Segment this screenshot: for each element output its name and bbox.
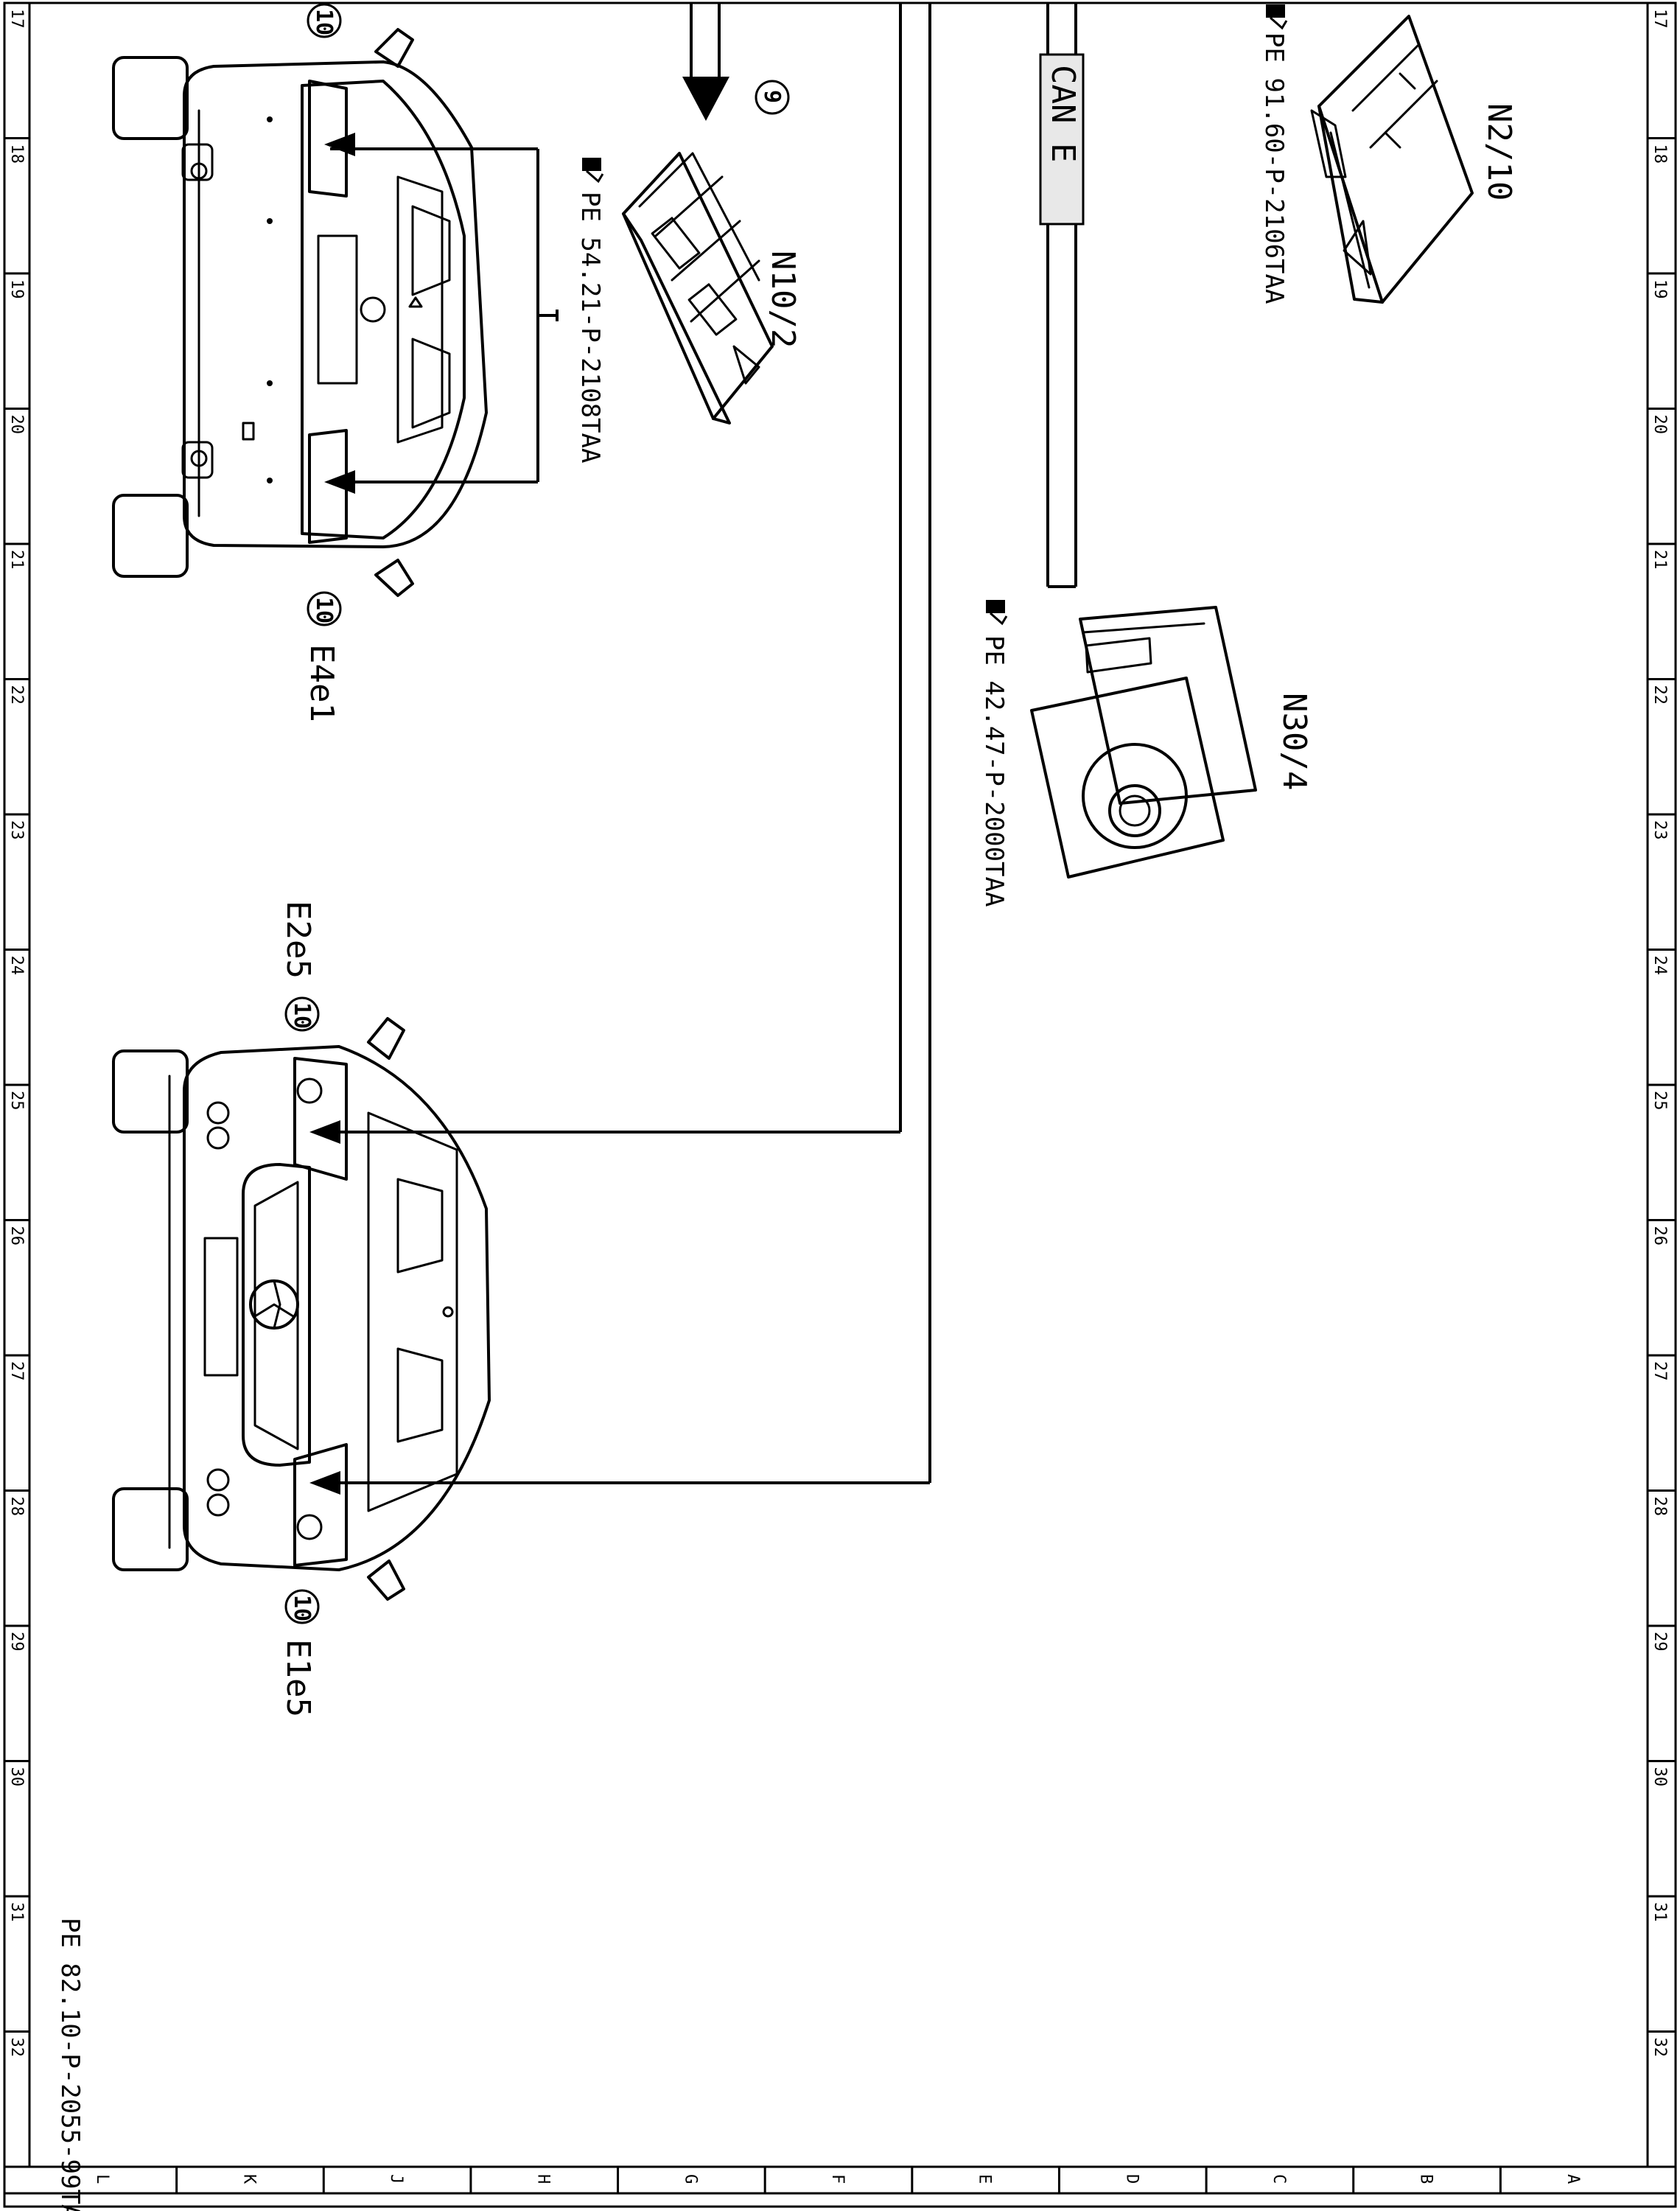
e4e1-label: E4e1 bbox=[303, 644, 340, 722]
n30-4-module-drawing bbox=[1030, 606, 1257, 879]
left-row-label: 29 bbox=[7, 1632, 26, 1652]
bottom-column-label: E bbox=[976, 2174, 994, 2184]
bottom-column-label: B bbox=[1417, 2174, 1435, 2184]
lamp-arrows bbox=[309, 133, 355, 1495]
n10-2-reference-hand-icon bbox=[582, 158, 604, 184]
n30-4-label: N30/4 bbox=[1275, 693, 1313, 790]
document-reference: PE 82.10-P-2055-99TAA bbox=[55, 1918, 85, 2211]
n30-4-reference-hand-icon bbox=[986, 600, 1008, 626]
right-row-label: 26 bbox=[1651, 1226, 1669, 1246]
right-row-ruler: 17 18 19 20 21 22 23 24 25 26 27 28 29 30 31 32 bbox=[1648, 9, 1676, 2168]
right-row-label: 30 bbox=[1651, 1767, 1669, 1787]
left-row-label: 32 bbox=[7, 2038, 26, 2058]
arrow-to-connector-9 bbox=[682, 77, 729, 121]
n2-10-reference-hand-icon bbox=[1266, 4, 1288, 30]
left-row-label: 27 bbox=[7, 1361, 26, 1381]
svg-text:10: 10 bbox=[289, 1595, 315, 1621]
right-row-label: 27 bbox=[1651, 1361, 1669, 1381]
right-row-label: 31 bbox=[1651, 1902, 1669, 1922]
bottom-column-label: A bbox=[1564, 2174, 1582, 2184]
bottom-column-label: L bbox=[93, 2174, 111, 2184]
n2-10-module-drawing bbox=[1310, 15, 1474, 304]
svg-text:10: 10 bbox=[311, 9, 337, 35]
left-row-label: 23 bbox=[7, 820, 26, 840]
can-e-text: CAN E bbox=[1044, 65, 1082, 162]
vehicle-front-drawing bbox=[112, 1017, 491, 1601]
left-row-label: 31 bbox=[7, 1902, 26, 1922]
svg-text:9: 9 bbox=[759, 90, 785, 103]
e1e5-label: E1e5 bbox=[279, 1639, 317, 1717]
connector-9-marker: 9 bbox=[755, 80, 790, 115]
right-row-label: 23 bbox=[1651, 820, 1669, 840]
bottom-column-label: C bbox=[1270, 2174, 1288, 2184]
can-e-label: CAN E bbox=[1039, 53, 1085, 226]
right-row-label: 28 bbox=[1651, 1497, 1669, 1517]
rear-lamp-marker-top: 10 bbox=[307, 3, 342, 38]
rear-lamp-marker-bottom: 10 bbox=[307, 591, 342, 626]
right-row-label: 32 bbox=[1651, 2038, 1669, 2058]
svg-text:10: 10 bbox=[289, 1002, 315, 1029]
bottom-column-label: G bbox=[681, 2174, 699, 2184]
right-row-label: 20 bbox=[1651, 415, 1669, 435]
bottom-column-label: J bbox=[387, 2174, 405, 2184]
n30-4-reference: PE 42.47-P-2000TAA bbox=[979, 635, 1009, 907]
left-row-label: 22 bbox=[7, 685, 26, 705]
left-row-label: 21 bbox=[7, 550, 26, 570]
bottom-column-label: H bbox=[534, 2174, 553, 2184]
right-row-label: 19 bbox=[1651, 279, 1669, 299]
n10-2-label: N10/2 bbox=[764, 251, 802, 348]
svg-text:10: 10 bbox=[311, 597, 337, 624]
n2-10-label: N2/10 bbox=[1480, 103, 1518, 200]
right-row-label: 18 bbox=[1651, 144, 1669, 164]
left-row-label: 30 bbox=[7, 1767, 26, 1787]
left-row-label: 28 bbox=[7, 1497, 26, 1517]
left-row-label: 20 bbox=[7, 415, 26, 435]
left-row-label: 26 bbox=[7, 1226, 26, 1246]
right-row-label: 24 bbox=[1651, 956, 1669, 976]
left-row-label: 18 bbox=[7, 144, 26, 164]
n10-2-module-drawing bbox=[622, 152, 774, 425]
n10-2-reference: PE 54.21-P-2108TAA bbox=[575, 192, 605, 463]
right-row-label: 25 bbox=[1651, 1091, 1669, 1111]
n2-10-reference: PE 91.60-P-2106TAA bbox=[1259, 32, 1289, 304]
e2e5-marker: 10 bbox=[284, 996, 320, 1032]
left-row-label: 19 bbox=[7, 279, 26, 299]
right-row-label: 21 bbox=[1651, 550, 1669, 570]
left-row-label: 25 bbox=[7, 1091, 26, 1111]
bottom-column-label: D bbox=[1122, 2174, 1141, 2184]
right-row-label: 29 bbox=[1651, 1632, 1669, 1652]
right-row-label: 17 bbox=[1651, 9, 1669, 29]
e2e5-label: E2e5 bbox=[279, 901, 317, 979]
left-row-label: 17 bbox=[7, 9, 26, 29]
bottom-column-label: F bbox=[828, 2174, 847, 2184]
right-row-label: 22 bbox=[1651, 685, 1669, 705]
vehicle-rear-drawing bbox=[112, 28, 488, 597]
bottom-column-label: K bbox=[239, 2174, 258, 2184]
sheet-frame bbox=[3, 1, 1677, 2208]
left-row-ruler: 17 18 19 20 21 22 23 24 25 26 27 28 29 30 31 32 bbox=[4, 9, 29, 2168]
left-row-label: 24 bbox=[7, 956, 26, 976]
e1e5-marker: 10 bbox=[284, 1589, 320, 1624]
